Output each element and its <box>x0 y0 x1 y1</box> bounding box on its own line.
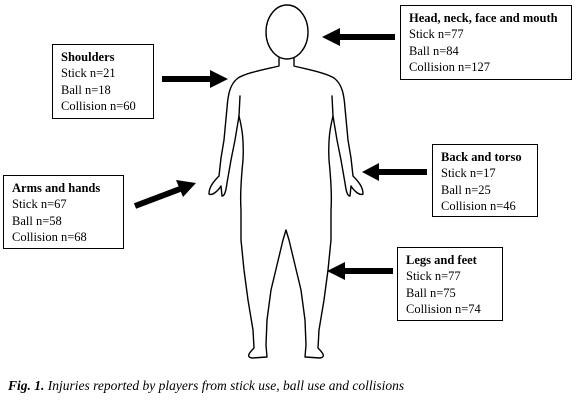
region-collision-legs: Collision n=74 <box>406 302 481 316</box>
region-collision-shoulders: Collision n=60 <box>61 99 136 113</box>
arrow-shoulders <box>162 70 228 88</box>
region-stick-arms: Stick n=67 <box>12 197 67 211</box>
arrow-back <box>362 163 427 181</box>
region-ball-legs: Ball n=75 <box>406 285 456 300</box>
figure-caption-label: Fig. 1. <box>8 378 45 393</box>
region-title-legs: Legs and feet <box>406 253 477 267</box>
region-stick-legs: Stick n=77 <box>406 269 461 283</box>
arrow-arms <box>133 180 196 209</box>
region-title-back: Back and torso <box>441 150 522 164</box>
region-ball-shoulders: Ball n=18 <box>61 82 111 97</box>
region-ball-head: Ball n=84 <box>409 43 459 58</box>
region-stick-shoulders: Stick n=21 <box>61 66 116 80</box>
body-outline <box>208 57 364 359</box>
region-title-shoulders: Shoulders <box>61 50 115 64</box>
region-ball-back: Ball n=25 <box>441 182 491 197</box>
body-inner-arm-left <box>238 95 241 117</box>
region-stick-back: Stick n=17 <box>441 166 496 180</box>
region-title-arms: Arms and hands <box>12 181 101 195</box>
region-box-arms: Arms and hands Stick n=67 Ball n=58 Coll… <box>3 175 124 249</box>
region-collision-back: Collision n=46 <box>441 199 516 213</box>
figure-caption-text: Injuries reported by players from stick … <box>47 378 405 393</box>
region-ball-arms: Ball n=58 <box>12 213 62 228</box>
region-box-shoulders: Shoulders Stick n=21 Ball n=18 Collision… <box>52 44 154 119</box>
arrow-legs <box>327 262 393 280</box>
region-collision-arms: Collision n=68 <box>12 230 87 244</box>
figure-caption: Fig. 1. Injuries reported by players fro… <box>8 378 404 394</box>
body-head-outline <box>265 4 309 60</box>
region-title-head: Head, neck, face and mouth <box>409 11 558 25</box>
region-collision-head: Collision n=127 <box>409 60 491 74</box>
region-box-head: Head, neck, face and mouth Stick n=77 Ba… <box>400 5 572 80</box>
region-box-legs: Legs and feet Stick n=77 Ball n=75 Colli… <box>397 247 503 321</box>
body-inner-arm-right <box>331 95 334 117</box>
region-stick-head: Stick n=77 <box>409 27 464 41</box>
arrow-head <box>322 28 395 46</box>
region-box-back: Back and torso Stick n=17 Ball n=25 Coll… <box>432 144 538 217</box>
